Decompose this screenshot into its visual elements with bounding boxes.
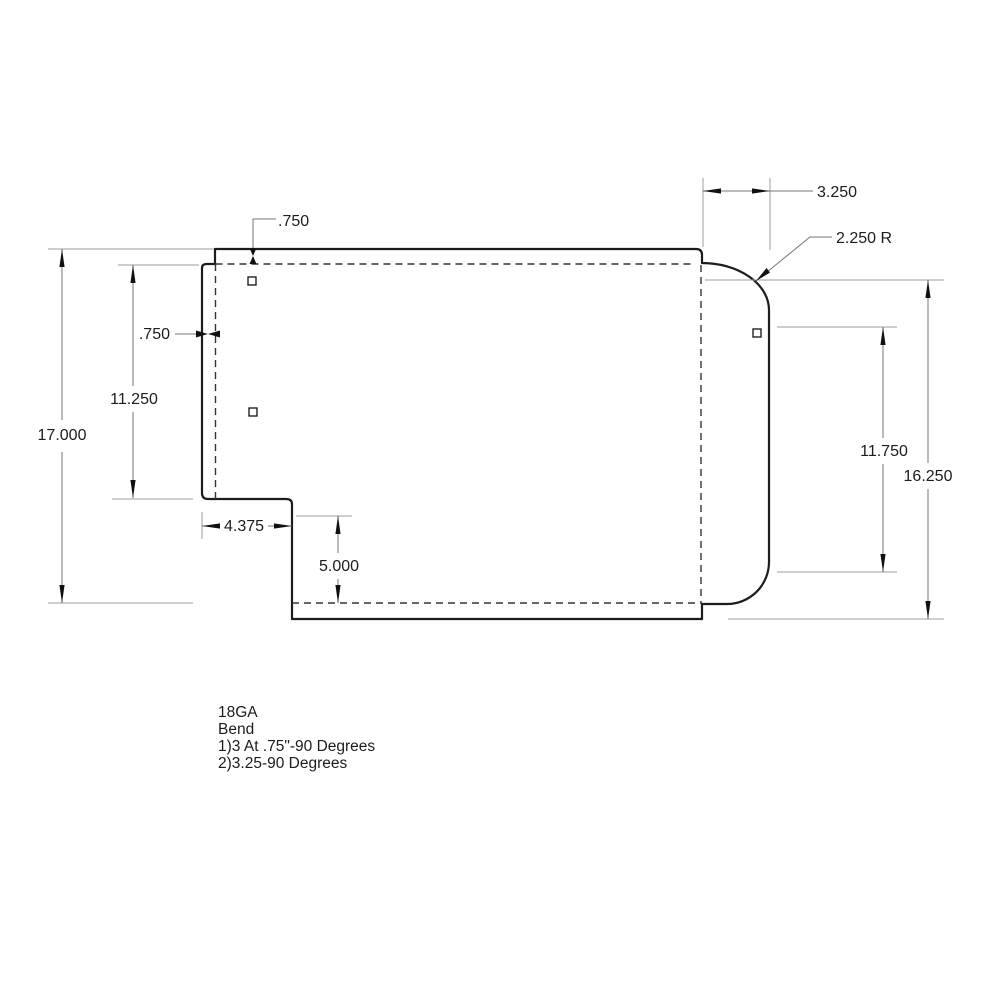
- arrow-5000-down: [335, 585, 341, 603]
- label-flange-left: .750: [139, 326, 170, 343]
- arrow-17000-down: [59, 585, 65, 603]
- arrow-4375-left: [202, 523, 220, 529]
- label-left-height: 11.250: [110, 391, 158, 408]
- leader-750-top: [252, 218, 276, 248]
- note-material: 18GA: [218, 704, 258, 721]
- label-flange-top: .750: [278, 213, 309, 230]
- extension-lines: [48, 178, 944, 620]
- square-hole-right: [752, 328, 762, 338]
- arrow-11750-up: [880, 327, 886, 345]
- arrow-17000-up: [59, 249, 65, 267]
- label-hole-height: 11.750: [860, 443, 908, 460]
- arrow-750-left-b: [208, 330, 220, 338]
- label-notch-width: 4.375: [224, 518, 264, 535]
- label-right-height: 16.250: [904, 468, 953, 485]
- arrow-750-top-b: [249, 256, 257, 264]
- dimension-labels: .750 .750 17.000 11.250 4.375 5.000 3.25…: [38, 184, 953, 575]
- arrow-11250-up: [130, 265, 136, 283]
- arrow-16250-down: [925, 601, 931, 619]
- arrow-5000-up: [335, 516, 341, 534]
- part-outline: [200, 247, 771, 621]
- leader-2250r: [755, 236, 832, 282]
- dimension-arrows: [59, 188, 931, 619]
- square-holes: [247, 276, 762, 417]
- arrow-2250r-leader: [756, 268, 770, 281]
- notes-block: 18GA Bend 1)3 At .75"-90 Degrees 2)3.25-…: [218, 704, 375, 772]
- arrow-4375-right: [274, 523, 292, 529]
- arrow-3250-right: [752, 188, 770, 194]
- label-corner-radius: 2.250 R: [836, 230, 892, 247]
- arrow-3250-left: [703, 188, 721, 194]
- arrow-750-top-a: [249, 248, 257, 256]
- note-bend-1: 1)3 At .75"-90 Degrees: [218, 738, 375, 755]
- label-notch-height: 5.000: [319, 558, 359, 575]
- note-bend-header: Bend: [218, 721, 254, 738]
- square-hole-mid-left: [248, 407, 258, 417]
- label-top-offset: 3.250: [817, 184, 857, 201]
- note-bend-2: 2)3.25-90 Degrees: [218, 755, 347, 772]
- label-overall-height: 17.000: [38, 427, 87, 444]
- square-hole-top-left: [247, 276, 257, 286]
- arrow-750-left-a: [196, 330, 208, 338]
- bend-lines: [214, 263, 702, 604]
- arrow-11250-down: [130, 480, 136, 498]
- arrow-16250-up: [925, 280, 931, 298]
- arrow-11750-down: [880, 554, 886, 572]
